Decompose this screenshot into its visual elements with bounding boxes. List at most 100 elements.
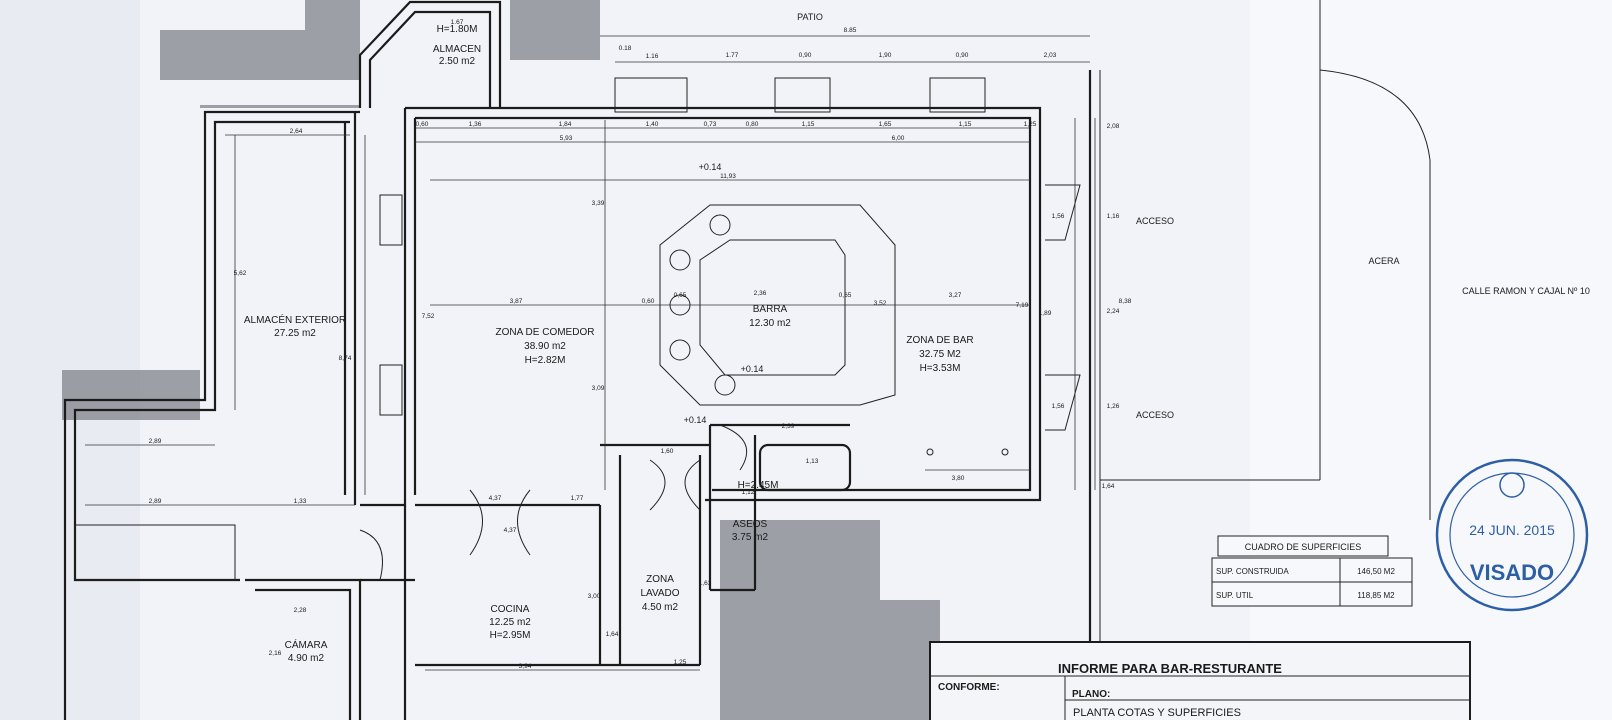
svg-text:3,27: 3,27 [949,292,962,299]
svg-text:3,94: 3,94 [519,663,532,670]
svg-text:0,60: 0,60 [416,121,429,128]
svg-text:1,64: 1,64 [1102,483,1115,490]
svg-text:BARRA: BARRA [753,304,788,315]
svg-text:H=3.53M: H=3.53M [920,363,961,374]
svg-text:1,15: 1,15 [802,121,815,128]
svg-text:0,60: 0,60 [642,298,655,305]
patio-label: PATIO [797,12,823,22]
svg-text:0,65: 0,65 [839,292,852,299]
svg-text:0,80: 0,80 [746,121,759,128]
walls [63,0,1431,720]
svg-text:4,37: 4,37 [504,527,517,534]
svg-text:3,52: 3,52 [874,300,887,307]
acera-label: ACERA [1368,256,1399,266]
svg-text:0,65: 0,65 [674,292,687,299]
svg-text:3,09: 3,09 [592,385,605,392]
svg-text:2,89: 2,89 [149,498,162,505]
svg-text:3,87: 3,87 [510,298,523,305]
svg-text:2,16: 2,16 [269,650,282,657]
room-camara: CÁMARA 4.90 m2 [285,638,328,664]
svg-text:INFORME PARA BAR-RESTURANTE: INFORME PARA BAR-RESTURANTE [1058,661,1282,676]
svg-text:1,26: 1,26 [1107,403,1120,410]
svg-text:PLANO:: PLANO: [1072,689,1110,700]
svg-text:ZONA DE COMEDOR: ZONA DE COMEDOR [496,327,595,338]
svg-text:1,40: 1,40 [646,121,659,128]
svg-text:24 JUN. 2015: 24 JUN. 2015 [1469,522,1555,538]
room-almacen-exterior: ALMACÉN EXTERIOR 27.25 m2 [244,313,346,339]
svg-text:CÁMARA: CÁMARA [285,638,328,651]
svg-text:5,93: 5,93 [560,135,573,142]
access-label-top: ACCESO [1136,216,1174,226]
svg-text:ZONA: ZONA [646,574,674,585]
svg-text:11,93: 11,93 [720,173,736,180]
room-almacen: H=1.80M ALMACEN 2.50 m2 [433,24,481,67]
svg-text:1,36: 1,36 [469,121,482,128]
svg-text:H=2.95M: H=2.95M [490,630,531,641]
room-cocina: COCINA 12.25 m2 H=2.95M [489,604,531,641]
svg-text:2,28: 2,28 [294,607,307,614]
svg-text:1,90: 1,90 [879,52,892,59]
svg-text:SUP. UTIL: SUP. UTIL [1216,591,1254,600]
svg-text:8,74: 8,74 [339,355,352,362]
svg-text:0,90: 0,90 [956,52,969,59]
room-aseos: H=2.45M ASEOS 3.75 m2 [732,480,779,543]
svg-text:H=1.80M: H=1.80M [437,24,478,35]
svg-text:1.16: 1.16 [646,53,659,60]
svg-text:ALMACEN: ALMACEN [433,44,481,55]
svg-text:CONFORME:: CONFORME: [938,682,1000,693]
svg-text:2.50 m2: 2.50 m2 [439,56,476,67]
svg-text:8.85: 8.85 [844,27,857,34]
svg-text:3,39: 3,39 [592,200,605,207]
svg-text:ASEOS: ASEOS [733,519,768,530]
svg-text:8,38: 8,38 [1119,298,1132,305]
access-label-bottom: ACCESO [1136,410,1174,420]
street-label: CALLE RAMON Y CAJAL Nº 10 [1462,286,1590,296]
svg-text:LAVADO: LAVADO [640,588,679,599]
svg-text:32.75 M2: 32.75 M2 [919,349,961,360]
hatch-south [720,520,940,720]
svg-text:118,85 M2: 118,85 M2 [1357,591,1395,600]
svg-text:0,90: 0,90 [799,52,812,59]
svg-text:1,13: 1,13 [806,458,819,465]
svg-text:1,89: 1,89 [1039,310,1052,317]
room-lavado: ZONA LAVADO 4.50 m2 [640,574,679,613]
svg-text:1,33: 1,33 [294,498,307,505]
svg-text:3.75 m2: 3.75 m2 [732,532,769,543]
svg-text:3,00: 3,00 [588,593,601,600]
svg-text:1.77: 1.77 [726,52,739,59]
svg-text:2,39: 2,39 [782,423,795,430]
svg-text:6,00: 6,00 [892,135,905,142]
svg-text:12.25 m2: 12.25 m2 [489,617,531,628]
level-mark: +0.14 [741,364,764,374]
surface-table: CUADRO DE SUPERFICIES SUP. CONSTRUIDA 14… [1211,535,1413,607]
svg-text:1,16: 1,16 [1107,213,1120,220]
svg-text:2,36: 2,36 [754,290,767,297]
svg-text:0,73: 0,73 [704,121,717,128]
svg-text:0.18: 0.18 [619,45,632,52]
svg-text:1,60: 1,60 [661,448,674,455]
dimension-lines [85,35,1096,671]
bar-counter [659,204,1009,456]
svg-text:2,03: 2,03 [1044,52,1057,59]
level-mark: +0.14 [699,162,722,172]
svg-text:1,84: 1,84 [559,121,572,128]
room-comedor: ZONA DE COMEDOR 38.90 m2 H=2.82M [496,327,595,366]
svg-text:7,19: 7,19 [1016,302,1029,309]
svg-text:1,64: 1,64 [606,631,619,638]
openings [359,77,1081,581]
svg-text:COCINA: COCINA [491,604,530,615]
svg-text:146,50 M2: 146,50 M2 [1357,567,1395,576]
svg-text:ALMACÉN EXTERIOR: ALMACÉN EXTERIOR [244,313,346,326]
svg-text:4.50 m2: 4.50 m2 [642,602,679,613]
svg-text:VISADO: VISADO [1470,560,1554,585]
dimension-labels: 8.85 1.67 0.18 1.16 1.77 0,90 1,90 0,90 … [149,19,1132,670]
svg-text:1.67: 1.67 [451,19,464,26]
visado-stamp: 24 JUN. 2015 VISADO [1435,458,1589,612]
svg-text:4,37: 4,37 [489,495,502,502]
svg-text:2,24: 2,24 [1107,308,1120,315]
hatch-north [510,0,600,60]
svg-text:2,89: 2,89 [149,438,162,445]
svg-text:5,62: 5,62 [234,270,247,277]
svg-text:1,65: 1,65 [879,121,892,128]
